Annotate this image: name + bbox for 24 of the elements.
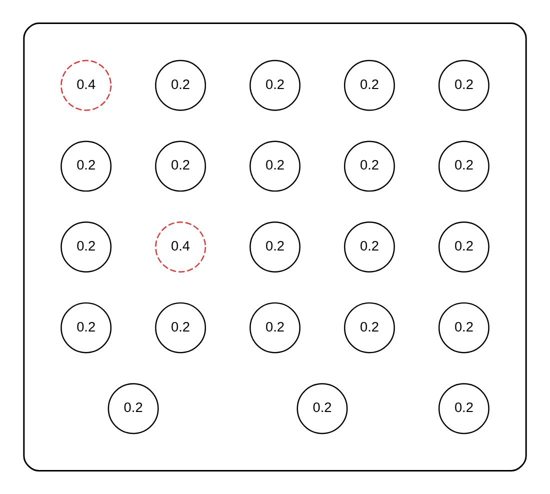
node-circle: 0.2 [155,140,206,192]
node-circle: 0.2 [344,222,395,272]
node-circle: 0.2 [250,140,300,192]
node-circle: 0.2 [250,222,300,272]
node-circle: 0.2 [60,302,112,354]
node-circle: 0.2 [438,383,490,434]
node-circle: 0.2 [250,60,300,111]
node-circle: 0.2 [250,302,300,354]
node-circle: 0.2 [438,60,490,111]
cluster [23,22,527,472]
node-circle: 0.2 [438,222,490,272]
node-circle: 0.2 [60,222,112,272]
node-circle: 0.2 [108,383,159,434]
node-circle: 0.2 [344,302,395,354]
node-circle: 0.4 [155,222,206,272]
node-circle: 0.2 [438,140,490,192]
node-circle: 0.4 [60,60,112,111]
node-circle: 0.2 [344,140,395,192]
node-circle: 0.2 [155,60,206,111]
node-circle: 0.2 [155,302,206,354]
node-circle: 0.2 [344,60,395,111]
node-circle: 0.2 [60,140,112,192]
node-circle: 0.2 [296,383,348,434]
node-circle: 0.2 [438,302,490,354]
